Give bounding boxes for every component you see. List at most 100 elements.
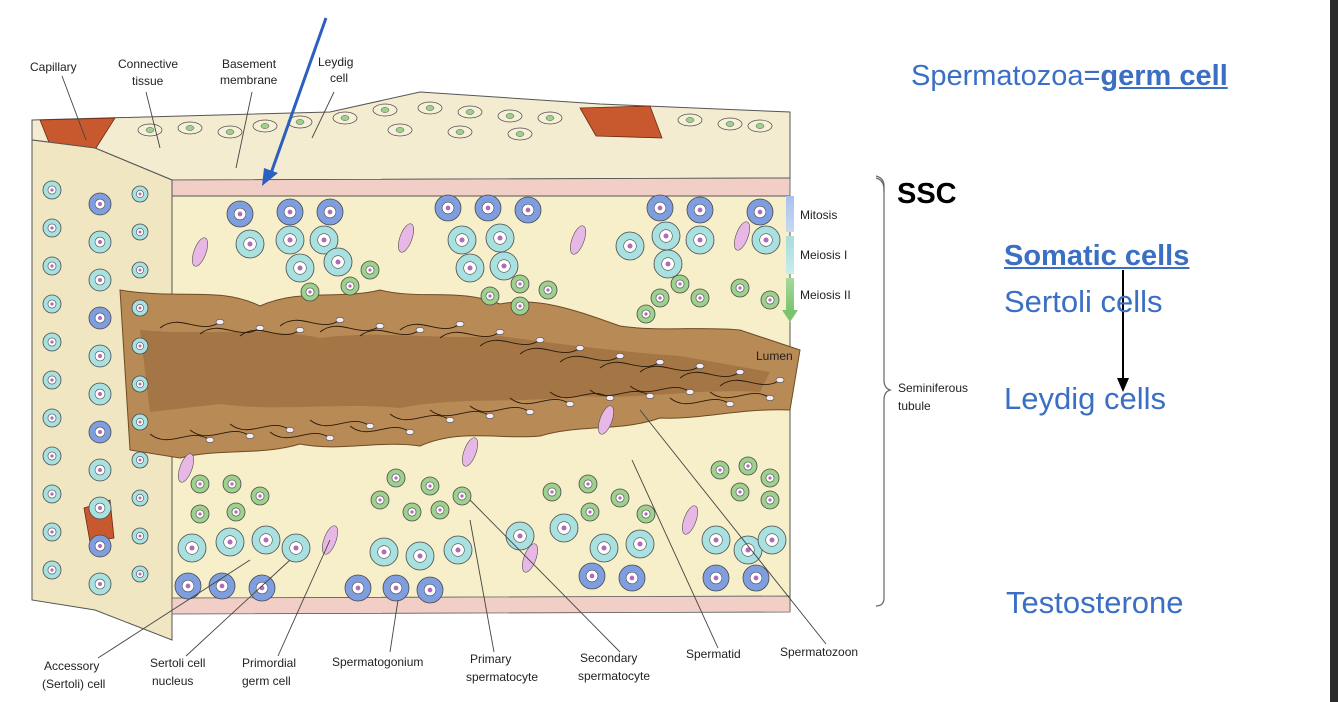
leydig-cell-nucleus — [185, 125, 195, 131]
spermatid-chromatin — [658, 296, 662, 300]
slide-edge — [1330, 0, 1338, 702]
spermatogonium-chromatin — [713, 575, 719, 581]
sertoli-nucleus — [734, 221, 750, 251]
spermatid-chromatin — [234, 510, 238, 514]
spermatozoon-head — [415, 327, 425, 333]
label-primordial-germ-cell-line1: Primordial — [242, 656, 296, 670]
primary-spermatocyte-chromatin — [335, 259, 341, 265]
label-secondary-spermatocyte-line1: Secondary — [580, 651, 637, 665]
label-spermatozoon: Spermatozoon — [780, 645, 858, 659]
spermatozoon-tail — [239, 329, 301, 337]
spermatid-chromatin — [378, 498, 382, 502]
spermatogonium-chromatin — [355, 585, 361, 591]
spermatid-chromatin — [644, 312, 648, 316]
primary-spermatocyte-chromatin — [417, 553, 423, 559]
leydig-cell-nucleus — [260, 123, 270, 129]
leydig-cell-nucleus — [295, 119, 305, 125]
spermatogonium-chromatin — [327, 209, 333, 215]
primary-spermatocyte-chromatin — [287, 237, 293, 243]
spermatogonium-chromatin — [757, 209, 763, 215]
meiosis1-arrow — [786, 236, 794, 274]
side-cell-chromatin — [50, 416, 54, 420]
label-spermatid: Spermatid — [686, 647, 741, 661]
spermatozoon-head — [455, 321, 465, 327]
side-cell-chromatin — [138, 306, 142, 310]
spermatozoon-tail — [629, 385, 691, 393]
sertoli-to-leydig-arrow-head — [1117, 378, 1129, 392]
spermatid-chromatin — [410, 510, 414, 514]
primary-spermatocyte-chromatin — [517, 533, 523, 539]
spermatogonium-chromatin — [219, 583, 225, 589]
ssc-label: SSC — [897, 178, 957, 210]
spermatid-chromatin — [394, 476, 398, 480]
spermatozoon-head — [375, 323, 385, 329]
label-basement-membrane-line1: Basement — [222, 57, 277, 71]
spermatozoon-head — [605, 395, 615, 401]
spermatozoon-tail — [559, 355, 621, 363]
primary-spermatocyte-chromatin — [601, 545, 607, 551]
spermatozoon-tail — [669, 397, 731, 405]
primary-spermatocyte-chromatin — [459, 237, 465, 243]
label-seminiferous-tubule-line1: Seminiferous — [898, 381, 968, 395]
germ-cell-link[interactable]: germ cell — [1100, 60, 1228, 92]
primary-spermatocyte-chromatin — [455, 547, 461, 553]
label-seminiferous-tubule-line2: tubule — [898, 399, 931, 413]
spermatozoon-head — [695, 363, 705, 369]
side-cell-chromatin — [50, 454, 54, 458]
side-cell-chromatin — [138, 534, 142, 538]
side-cell-chromatin — [138, 572, 142, 576]
leydig-cells-label: Leydig cells — [1004, 381, 1166, 416]
label-leydig-cell-line2: cell — [330, 71, 348, 85]
leydig-cell-nucleus — [145, 127, 155, 133]
spermatid-chromatin — [348, 284, 352, 288]
side-cell-chromatin — [98, 354, 102, 358]
leydig-cell-nucleus — [465, 109, 475, 115]
testosterone-label: Testosterone — [1006, 585, 1184, 620]
spermatogonium-chromatin — [485, 205, 491, 211]
label-leydig-cell-line1: Leydig — [318, 55, 353, 69]
side-cell-chromatin — [98, 544, 102, 548]
spermatogonium-chromatin — [237, 211, 243, 217]
cell-marks — [42, 101, 787, 604]
capillary-top-mid — [579, 105, 663, 139]
spermatid-chromatin — [368, 268, 372, 272]
side-cell-chromatin — [50, 568, 54, 572]
side-cell-chromatin — [50, 188, 54, 192]
lumen-center — [140, 330, 770, 412]
spermatozoon-head — [775, 377, 785, 383]
side-cell-chromatin — [138, 496, 142, 500]
spermatozoon-head — [295, 327, 305, 333]
spermatid-chromatin — [768, 498, 772, 502]
somatic-cells-link[interactable]: Somatic cells — [1004, 240, 1190, 272]
sertoli-nucleus — [570, 225, 586, 255]
spermatid-chromatin — [460, 494, 464, 498]
spermatozoon-tail — [269, 431, 331, 439]
leydig-cell-nucleus — [505, 113, 515, 119]
primary-spermatocyte-chromatin — [189, 545, 195, 551]
spermatid-chromatin — [550, 490, 554, 494]
side-cell-chromatin — [50, 530, 54, 534]
spermatozoon-tail — [599, 361, 661, 369]
primary-spermatocyte-chromatin — [663, 233, 669, 239]
label-sertoli-nucleus-line2: nucleus — [152, 674, 193, 688]
spermatid-chromatin — [518, 282, 522, 286]
side-cell-chromatin — [138, 192, 142, 196]
sertoli-nucleus — [398, 223, 414, 253]
side-cell-chromatin — [98, 582, 102, 586]
spermatid-chromatin — [438, 508, 442, 512]
label-secondary-spermatocyte-line2: spermatocyte — [578, 669, 650, 683]
spermatid-chromatin — [678, 282, 682, 286]
spermatozoon-head — [685, 389, 695, 395]
side-cell-chromatin — [98, 202, 102, 206]
spermatozoon-tail — [719, 379, 781, 387]
side-cell-chromatin — [50, 226, 54, 230]
label-spermatogonium: Spermatogonium — [332, 655, 423, 669]
spermatogonium-chromatin — [697, 207, 703, 213]
leydig-cell-nucleus — [340, 115, 350, 121]
spermatid-chromatin — [546, 288, 550, 292]
basement-pointer-arrow-head — [262, 168, 278, 186]
leydig-cell-nucleus — [515, 131, 525, 137]
side-cell-chromatin — [138, 458, 142, 462]
side-cell-chromatin — [98, 278, 102, 282]
label-connective-tissue-line1: Connective — [118, 57, 178, 71]
